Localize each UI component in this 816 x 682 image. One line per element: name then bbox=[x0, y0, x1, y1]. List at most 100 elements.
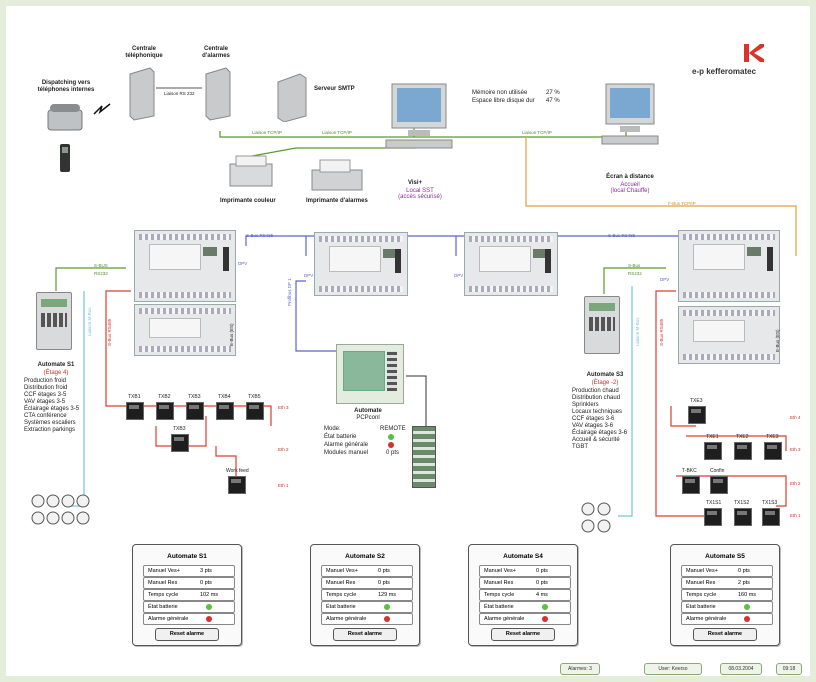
panel-row: État batterie bbox=[143, 601, 235, 613]
row-value: 2 pts bbox=[738, 579, 750, 586]
s3-eth1: Eth 1 bbox=[790, 513, 801, 518]
s3-line: Accueil & sécurité bbox=[572, 437, 620, 443]
ecran-sub2: (local Chauffe) bbox=[610, 188, 650, 194]
reset-alarm-button[interactable]: Reset alarme bbox=[155, 628, 219, 641]
row-key: État batterie bbox=[326, 603, 356, 610]
centrale-alarmes-label: Centrale d'alarmes bbox=[202, 46, 230, 59]
mbus-left-label: Liaison M-Bus bbox=[87, 307, 92, 336]
s3-io-module bbox=[688, 406, 706, 424]
s1-mod-label: TXB2 bbox=[158, 394, 171, 400]
row-value: 129 ms bbox=[378, 591, 397, 598]
row-value: 0 pts bbox=[536, 579, 548, 586]
s1-io-module-extra bbox=[171, 434, 189, 452]
remote-screen-icon bbox=[601, 83, 659, 145]
smtp-server-icon bbox=[277, 73, 307, 122]
s1-work-feed-module bbox=[228, 476, 246, 494]
panel-row: Temps cycle 160 ms bbox=[681, 589, 773, 601]
s3-io-module bbox=[734, 508, 752, 526]
row-key: État batterie bbox=[484, 603, 514, 610]
row-key: Manuel Ves+ bbox=[148, 567, 180, 574]
s3-io-module bbox=[764, 442, 782, 460]
s1-sub: (Étage 4) bbox=[43, 370, 69, 376]
s1-line: Distribution froid bbox=[24, 385, 68, 391]
s1-io-module bbox=[156, 402, 174, 420]
s3-mod-label: Confin bbox=[710, 468, 725, 474]
sbus-left-label: S-BUS bbox=[94, 263, 108, 268]
s1-line: CTA conférence bbox=[24, 413, 67, 419]
s3-mod-label: TXE1 bbox=[706, 434, 719, 440]
s1-mod-label: TXB4 bbox=[218, 394, 231, 400]
row-value: 4 ms bbox=[536, 591, 548, 598]
panel-row: Alarme générale bbox=[143, 613, 235, 625]
s3-display-unit bbox=[584, 296, 620, 354]
s3-io-module bbox=[682, 476, 700, 494]
ebus-left-label: E-Bus (ES) bbox=[229, 323, 234, 346]
desk-phone-icon bbox=[47, 104, 83, 131]
row-value: 0 pts bbox=[738, 567, 750, 574]
telephone-switch-icon bbox=[129, 67, 155, 121]
rs232-right-line bbox=[603, 267, 666, 294]
s3-io-module bbox=[704, 508, 722, 526]
small-link-label: Liaison RS 232 bbox=[164, 91, 195, 96]
s1-eth3: Eth 3 bbox=[278, 405, 289, 410]
diagram-canvas: e-p kefferomatec Dispatching vers téléph… bbox=[6, 6, 810, 676]
ebus-right-line bbox=[655, 290, 706, 517]
s1-lines: Production froid Distribution froid CCF … bbox=[24, 378, 104, 434]
row-value: 0 pts bbox=[378, 579, 390, 586]
s2-title: Automate bbox=[354, 408, 382, 414]
s3-eth4: Eth 4 bbox=[790, 415, 801, 420]
panel-row: Manuel Ves+0 pts bbox=[681, 565, 773, 577]
status-alarms[interactable]: Alarmes: 3 bbox=[560, 663, 600, 675]
s2-sub: PCPconl bbox=[356, 415, 380, 421]
sensor-cluster-left-icon bbox=[31, 494, 90, 525]
row-key: Alarme générale bbox=[484, 615, 525, 622]
rs232-right-label: RS232 bbox=[628, 271, 642, 276]
alarm-switch-icon bbox=[205, 67, 231, 121]
ebus-right-branch2 bbox=[686, 435, 787, 451]
s1-io-module bbox=[126, 402, 144, 420]
s2-alarm-dot bbox=[388, 442, 394, 448]
alarm-indicator bbox=[384, 615, 390, 622]
row-key: Temps cycle bbox=[686, 591, 717, 598]
status-user[interactable]: User: Keerso bbox=[644, 663, 702, 675]
battery-ok-indicator bbox=[206, 603, 212, 610]
lan4-label: F-Bus TCP/IP bbox=[668, 201, 696, 206]
brand-logo bbox=[742, 42, 764, 64]
panel-row: État batterie bbox=[321, 601, 413, 613]
row-value: 160 ms bbox=[738, 591, 757, 598]
lan3-label: Liaison TCP/IP bbox=[522, 130, 552, 135]
reset-alarm-button[interactable]: Reset alarme bbox=[491, 628, 555, 641]
s3-mod-label: TX1S2 bbox=[734, 500, 750, 506]
row-value: 0 pts bbox=[536, 567, 548, 574]
s3-line: Distribution chaud bbox=[572, 395, 621, 401]
status-time: 09:18 bbox=[776, 663, 802, 675]
reset-alarm-button[interactable]: Reset alarme bbox=[693, 628, 757, 641]
reset-alarm-button[interactable]: Reset alarme bbox=[333, 628, 397, 641]
mobile-phone-icon bbox=[60, 144, 70, 172]
lan2-label: Liaison TCP/IP bbox=[322, 130, 352, 135]
plc-s2 bbox=[314, 232, 408, 296]
s3-mod-label: T-BKC bbox=[682, 468, 697, 474]
alarm-indicator bbox=[542, 615, 548, 622]
phone-zigzag bbox=[93, 103, 111, 115]
fbus1-label: S-Bus RS485 bbox=[246, 233, 274, 238]
s3-mod-label: TX1S3 bbox=[762, 500, 778, 506]
s3-title: Automate S3 bbox=[586, 372, 624, 378]
s1-line: Extraction parkings bbox=[24, 427, 76, 433]
mem-label: Mémoire non utilisée bbox=[472, 90, 528, 96]
s2-manuel-value: 0 pts bbox=[386, 450, 400, 456]
s3-mod-label: TX1S1 bbox=[706, 500, 722, 506]
brand-name: e-p kefferomatec bbox=[692, 67, 757, 76]
logo-k-icon bbox=[744, 44, 764, 62]
s1-line: VAV étages 3-5 bbox=[24, 399, 66, 405]
s2-batt-ok-dot bbox=[388, 434, 394, 440]
plc-s4 bbox=[464, 232, 558, 296]
s1-mod-extra-label: TXB3 bbox=[173, 426, 186, 432]
